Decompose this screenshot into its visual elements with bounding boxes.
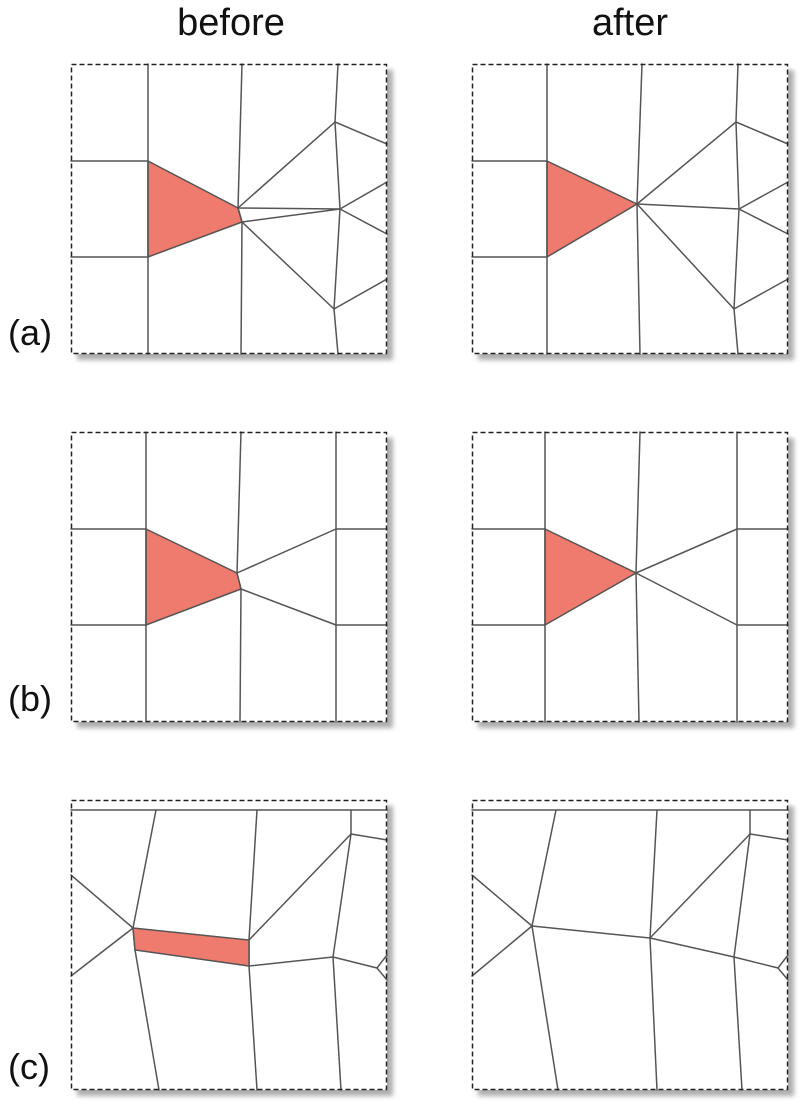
row-label-b: (b) — [8, 678, 52, 719]
mesh-c-after — [471, 799, 789, 1091]
collapse-triangle — [147, 159, 243, 259]
mesh-c-before — [70, 799, 388, 1091]
collapse-quad — [132, 927, 250, 967]
panel-a-before — [70, 63, 393, 360]
panel-b-before — [70, 431, 393, 728]
mesh-b-after — [471, 431, 789, 723]
panel-a-after — [471, 63, 794, 360]
panel-c-after — [471, 799, 794, 1096]
row-label-c: (c) — [8, 1046, 50, 1087]
header-before: before — [177, 2, 285, 44]
header-after: after — [591, 2, 669, 44]
mesh-a-before — [70, 63, 388, 355]
mesh-b-before — [70, 431, 388, 723]
row-label-a: (a) — [8, 312, 52, 353]
mesh-a-after — [471, 63, 789, 355]
collapsed-triangle — [544, 527, 638, 627]
panel-c-before — [70, 799, 393, 1096]
collapsed-triangle — [546, 159, 639, 259]
collapse-triangle — [145, 527, 242, 627]
panel-b-after — [471, 431, 794, 728]
